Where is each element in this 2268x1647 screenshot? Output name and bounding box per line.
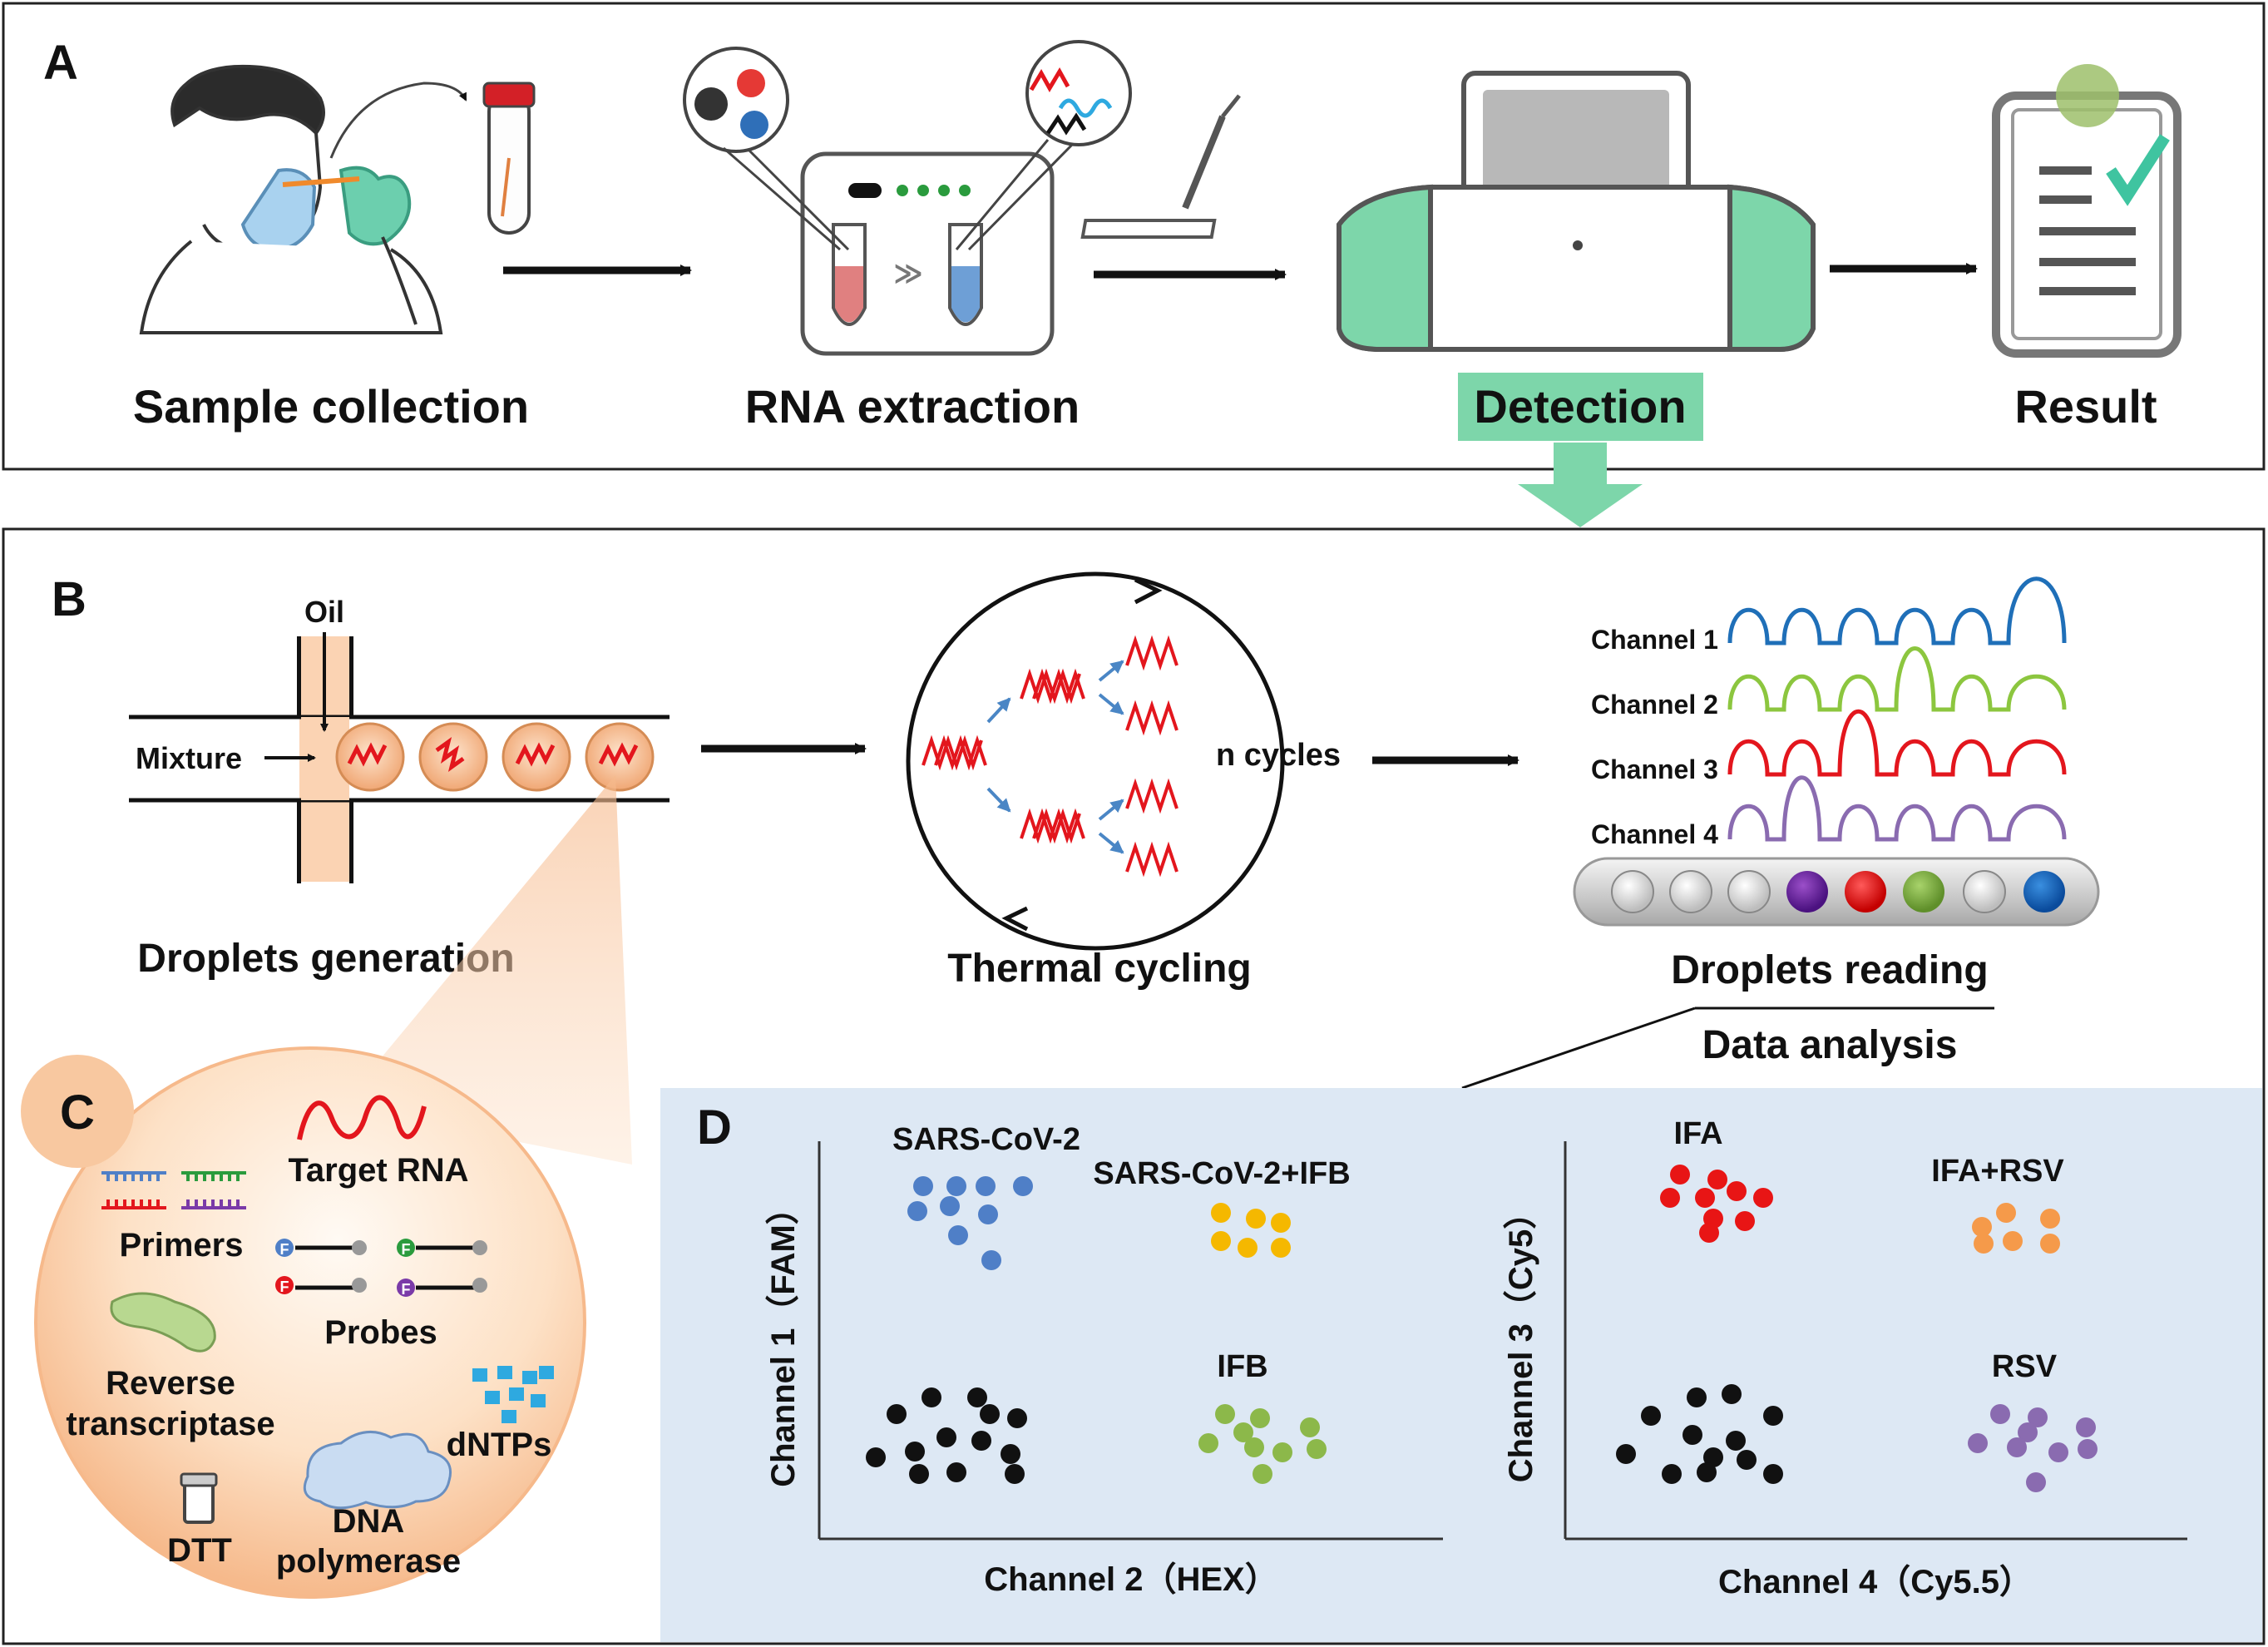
primers-label: Primers: [120, 1227, 244, 1264]
droplet-reader-tube: [1573, 857, 2100, 927]
channel-4-label: Channel 4: [1591, 819, 1718, 849]
dntps-icon: [472, 1366, 554, 1423]
panel-c-badge: [21, 1055, 134, 1168]
person-swab-icon: [139, 64, 443, 334]
svg-text:≫: ≫: [893, 258, 923, 289]
ifb-cluster: [1198, 1404, 1327, 1484]
reverse-label-line1: Reverse: [106, 1365, 235, 1402]
target-rna-label: Target RNA: [288, 1152, 468, 1189]
n-cycles-label: n cycles: [1216, 738, 1341, 773]
result-clipboard-icon: [1992, 64, 2182, 358]
cluster-sars-cov-2-ifb-label: SARS-CoV-2+IFB: [1093, 1156, 1350, 1191]
panel-a-letter: A: [43, 36, 78, 90]
channel-3-label: Channel 3: [1591, 754, 1718, 784]
sars-cov-2-cluster: [907, 1176, 1033, 1270]
rsv-cluster: [1968, 1404, 2098, 1492]
channel-2-trace: [1727, 646, 2067, 712]
cluster-sars-cov-2-label: SARS-CoV-2: [892, 1122, 1080, 1157]
swab-stick: [282, 176, 360, 187]
probe-f-green: F: [402, 1241, 411, 1258]
cluster-ifa-label: IFA: [1673, 1116, 1722, 1151]
plot2-xlabel: Channel 4（Cy5.5）: [1718, 1564, 2033, 1600]
oil-label: Oil: [304, 595, 344, 629]
dna-label-line2: polymerase: [276, 1543, 461, 1580]
panel-a: A Sample collection: [2, 2, 2266, 471]
cluster-ifb-label: IFB: [1217, 1349, 1267, 1384]
step-sample-collection: Sample collection: [133, 380, 529, 433]
dna-label-line1: DNA: [333, 1503, 405, 1540]
down-arrow-icon: [1518, 443, 1643, 527]
sample-tube-icon: [482, 82, 536, 235]
rna-bubble-icon: [955, 40, 1132, 251]
plot1-xlabel: Channel 2（HEX）: [984, 1561, 1277, 1598]
dntps-label: dNTPs: [447, 1427, 552, 1463]
probe-f-blue: F: [280, 1241, 289, 1258]
primers-icon: [101, 1171, 246, 1209]
pipette-icon: [1080, 94, 1241, 239]
data-analysis-label: Data analysis: [1702, 1023, 1958, 1067]
dna-polymerase-icon: [303, 1430, 452, 1510]
negative-cluster-2: [1616, 1384, 1783, 1484]
callout-line-d: [1461, 1006, 1696, 1090]
probes-icon: F F F F: [275, 1239, 487, 1298]
swab-transfer-arrow: [329, 82, 467, 159]
mixture-label: Mixture: [136, 741, 242, 775]
microfluidic-channel: [129, 632, 670, 883]
scatter-plot-2: Channel 3（Cy5） Channel 4（Cy5.5） IFA IFA+…: [1503, 1116, 2187, 1600]
detection-highlight: [1458, 373, 1703, 441]
cluster-ifa-rsv-label: IFA+RSV: [1931, 1154, 2064, 1189]
channel-2-label: Channel 2: [1591, 690, 1718, 720]
negative-cluster-1: [866, 1387, 1027, 1484]
thermal-cycling-label: Thermal cycling: [947, 947, 1251, 991]
step-rna-extraction: RNA extraction: [745, 380, 1080, 433]
probe-f-red: F: [280, 1279, 289, 1295]
panel-d-letter: D: [697, 1100, 732, 1155]
channel-1-label: Channel 1: [1591, 625, 1718, 655]
scatter-plot-1: Channel 1（FAM） Channel 2（HEX） SARS-CoV-2…: [765, 1122, 1443, 1598]
sars-cov-2-ifb-cluster: [1211, 1203, 1291, 1258]
target-rna-icon: [297, 1095, 427, 1140]
step-result: Result: [2014, 380, 2157, 433]
cluster-rsv-label: RSV: [1992, 1349, 2058, 1384]
channel-1-trace: [1727, 576, 2067, 645]
ifa-cluster: [1660, 1165, 1773, 1243]
dtt-label: DTT: [167, 1532, 232, 1569]
probes-label: Probes: [324, 1314, 437, 1351]
step-detection: Detection: [1474, 380, 1686, 433]
extraction-device-icon: ≫: [800, 151, 1055, 356]
reaction-mix-circle: [34, 1046, 586, 1599]
droplets-reading-label: Droplets reading: [1671, 948, 1988, 992]
plot2-ylabel: Channel 3（Cy5）: [1503, 1196, 1539, 1483]
virus-bubble-icon: [683, 47, 850, 251]
reverse-transcriptase-icon: [110, 1292, 216, 1353]
thermal-cycle-diagram: [906, 571, 1285, 951]
probe-f-purple: F: [402, 1281, 411, 1298]
ifa-rsv-cluster: [1972, 1203, 2060, 1254]
panel-d: D Channel 1（FAM） Channel 2（HEX） SARS-CoV…: [660, 1088, 2262, 1642]
plot1-ylabel: Channel 1（FAM）: [765, 1191, 802, 1487]
channel-4-trace: [1727, 775, 2067, 842]
panel-c-letter: C: [60, 1086, 95, 1140]
dtt-vial-icon: [180, 1472, 218, 1524]
detection-instrument-icon: [1337, 71, 1816, 352]
reverse-label-line2: transcriptase: [66, 1406, 274, 1442]
panel-c: C Target RNA Primers F F F F: [21, 775, 632, 1599]
channel-3-trace: [1727, 709, 2067, 777]
panel-b-letter: B: [52, 572, 86, 626]
